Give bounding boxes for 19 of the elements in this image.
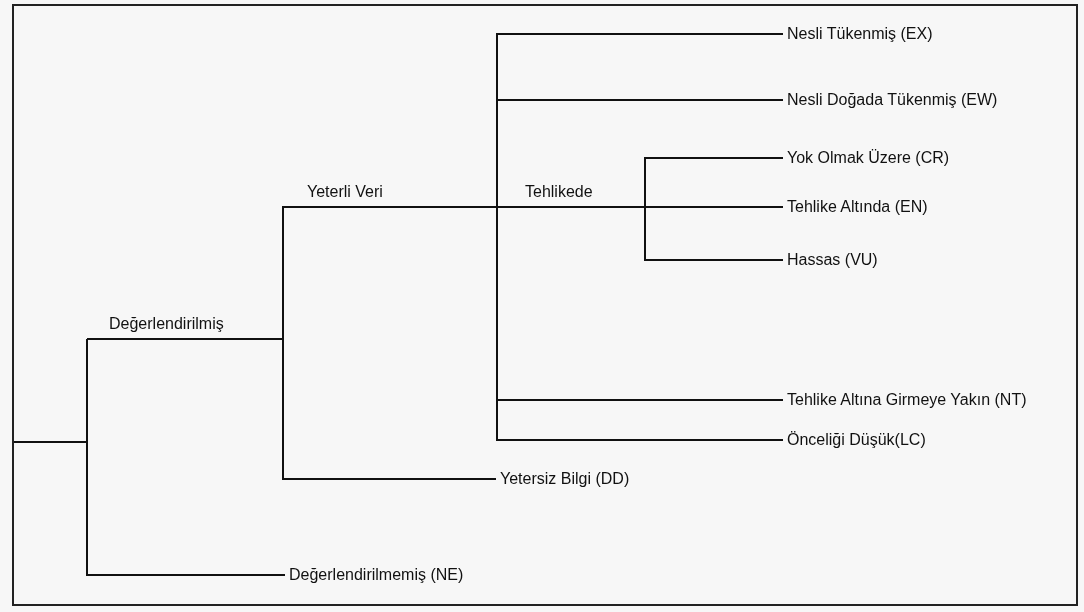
branch-label: Tehlikede bbox=[503, 181, 643, 208]
tree-branch-line bbox=[494, 99, 784, 208]
tree-branch-line bbox=[494, 206, 784, 441]
category-label: Yok Olmak Üzere (CR) bbox=[783, 146, 950, 170]
tree-branch-line bbox=[13, 441, 286, 576]
category-label: Nesli Doğada Tükenmiş (EW) bbox=[783, 88, 998, 112]
category-label: Değerlendirilmemiş (NE) bbox=[285, 563, 464, 587]
tree-branch-line bbox=[280, 206, 286, 340]
category-label: Önceliği Düşük(LC) bbox=[783, 428, 926, 452]
tree-branch-line bbox=[642, 157, 784, 208]
category-label: Nesli Tükenmiş (EX) bbox=[783, 22, 933, 46]
category-label: Tehlike Altına Girmeye Yakın (NT) bbox=[783, 388, 1027, 412]
category-label: Hassas (VU) bbox=[783, 248, 878, 272]
branch-label: Değerlendirilmiş bbox=[87, 313, 281, 340]
branch-label: Yeterli Veri bbox=[285, 181, 495, 208]
tree-branch-line bbox=[280, 338, 497, 480]
category-label: Tehlike Altında (EN) bbox=[783, 195, 928, 219]
tree-branch-line bbox=[642, 206, 784, 261]
category-label: Yetersiz Bilgi (DD) bbox=[496, 467, 630, 491]
